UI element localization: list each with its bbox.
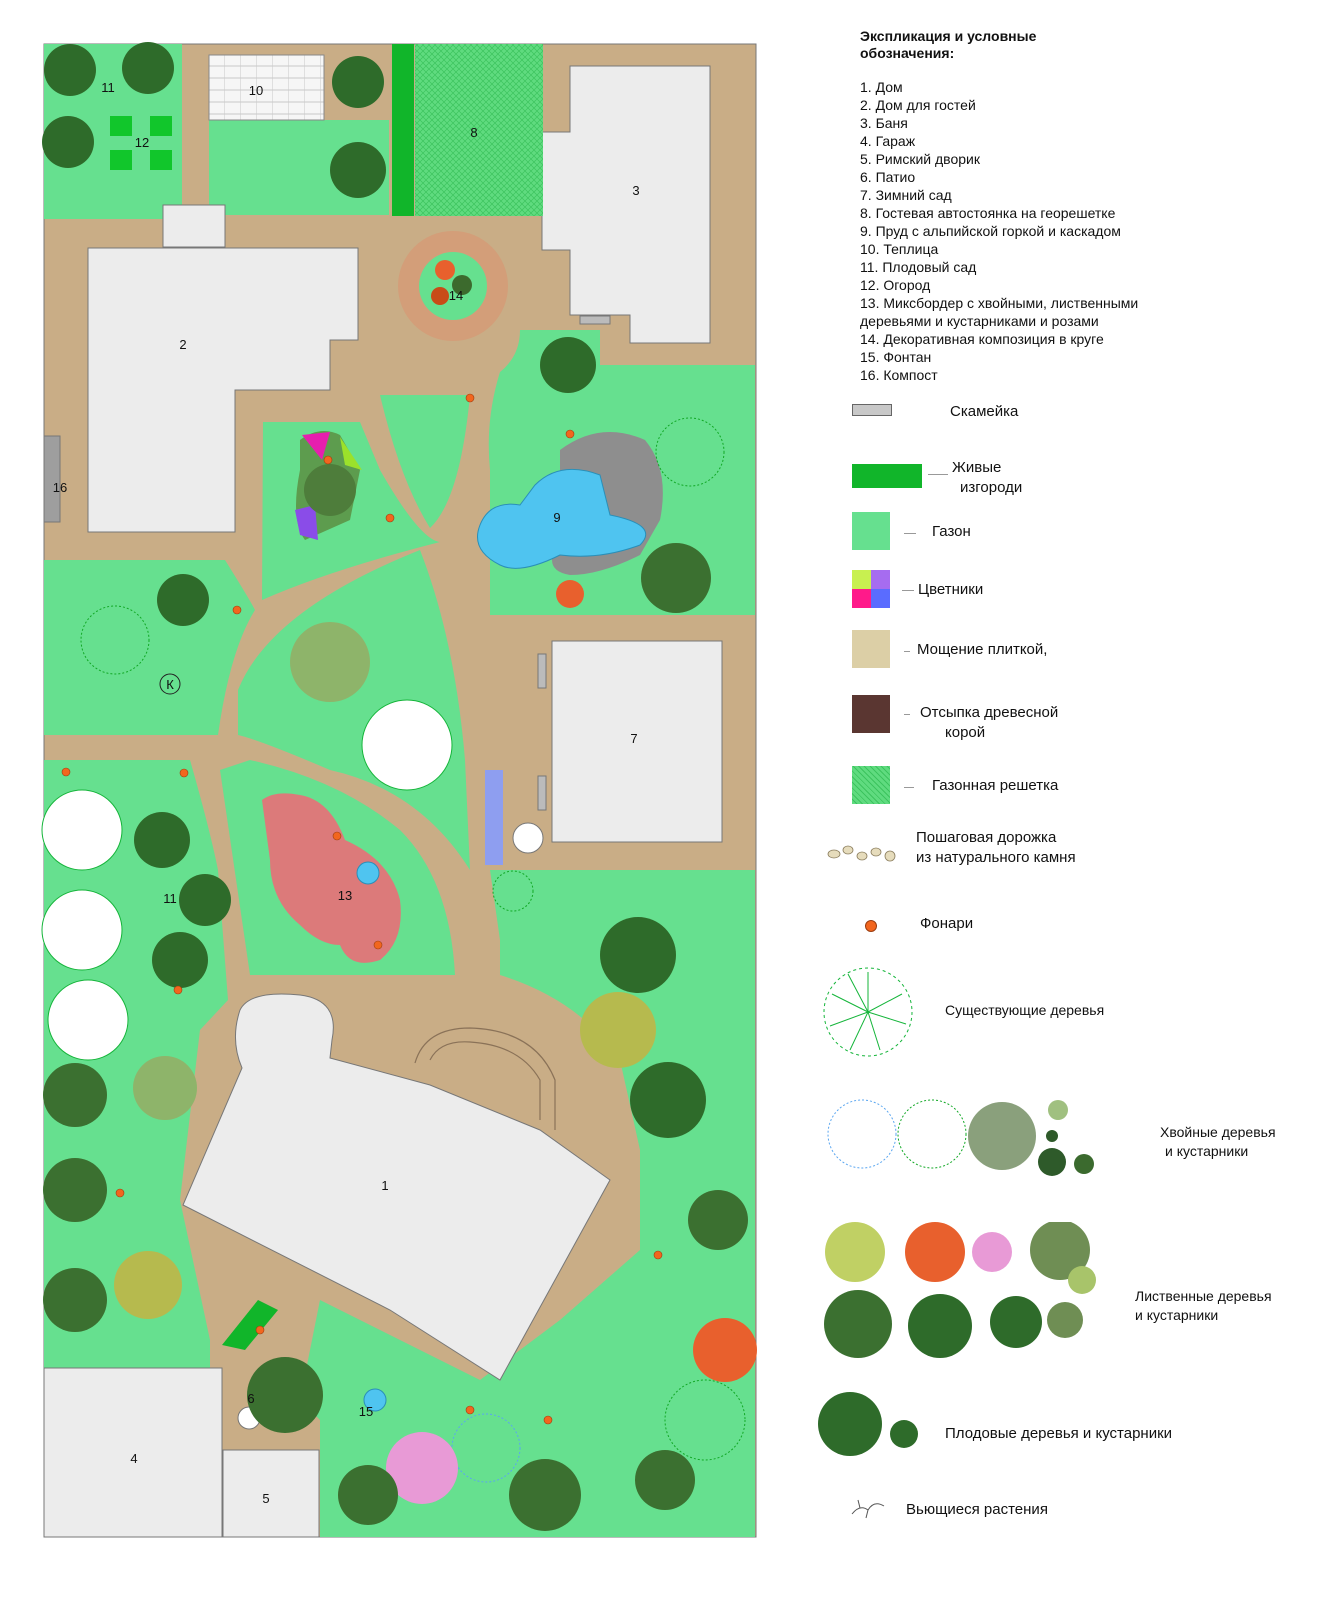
zone-label-compost: 16 [53,480,67,495]
legend-item: деревьями и кустарниками и розами [860,313,1099,329]
zone-label-bath: 3 [632,183,639,198]
legend-item: 14. Декоративная композиция в круге [860,331,1104,347]
legend-item: 1. Дом [860,79,903,95]
guest-house [87,247,359,533]
greenhouse [208,54,325,121]
paving-symbol [852,630,890,668]
zone-label-roman-yard: 5 [262,1491,269,1506]
existing-trees [41,699,453,1061]
legend-hedge-line2: изгороди [960,479,1023,496]
legend-explication-list: 1. Дом 2. Дом для гостей 3. Баня 4. Гара… [860,78,1320,384]
legend-item: 3. Баня [860,115,908,131]
legend-conifers-line1: Хвойные деревья [1160,1124,1276,1140]
legend-bench: Скамейка [950,403,1019,420]
conifers [80,417,746,1461]
pond [477,432,663,575]
garage [43,1367,223,1538]
hedge-house [222,1300,278,1350]
lamp-symbol [865,920,877,932]
legend-hedge-line1: Живые [952,459,1002,476]
mixborder [262,793,401,963]
benches [537,315,611,811]
legend-stone-path-line1: Пошаговая дорожка [916,829,1057,846]
legend-item: 6. Патио [860,169,916,185]
legend-deciduous-line1: Лиственные деревья [1135,1288,1272,1304]
zone-label-vegetable-garden: 12 [135,135,149,150]
roman-yard [222,1449,320,1538]
legend-lights: Фонари [920,915,974,932]
garden-plan: К 1 2 3 4 5 6 7 8 9 10 11 11 12 13 14 15… [41,42,757,1538]
buildings [43,65,723,1538]
zone-label-circle-composition: 14 [449,288,463,303]
zone-label-mixborder: 13 [338,888,352,903]
zone-label-house: 1 [381,1178,388,1193]
legend-conifers-line2: и кустарники [1165,1143,1249,1159]
legend-item: 2. Дом для гостей [860,97,976,113]
zone-label-pond: 9 [553,510,560,525]
legend-stone-path-line2: из натурального камня [916,849,1076,866]
legend-paving: Мощение плиткой, [917,641,1048,658]
legend-item: 15. Фонтан [860,349,932,365]
zone-label-winter-garden: 7 [630,731,637,746]
legend-lawn: Газон [932,523,971,540]
legend-item: 7. Зимний сад [860,187,952,203]
lawn-symbol [852,512,890,550]
legend-grid: Газонная решетка [932,777,1059,794]
legend-item: 9. Пруд с альпийской горкой и каскадом [860,223,1121,239]
legend-item: 16. Компост [860,367,938,383]
legend-climbers: Вьющиеся растения [906,1501,1048,1518]
flowerbed-symbol [852,570,890,608]
compost-marker-label: К [166,677,174,692]
legend-item: 4. Гараж [860,133,916,149]
legend-flowerbeds: Цветники [918,581,984,598]
grid-symbol [852,766,890,804]
vegetable-beds [110,116,172,170]
compost-marker [159,673,181,695]
existing-tree-symbol [823,967,913,1057]
legend-existing-trees: Существующие деревья [945,1002,1105,1018]
legend-item: 10. Теплица [860,241,939,257]
winter-garden [551,640,723,843]
climber-symbol [851,1499,885,1519]
stone-path-symbol [827,845,896,862]
zone-label-garage: 4 [130,1451,137,1466]
deciduous-symbols [824,1222,1096,1358]
lamps [61,393,663,1425]
legend-bark-line1: Отсыпка древесной [920,704,1059,721]
zone-label-guest-house: 2 [179,337,186,352]
legend-item: 13. Миксбордер с хвойными, лиственными [860,295,1139,311]
fruit-tree-symbols [818,1392,918,1456]
legend: Экспликация и условные обозначения: 1. Д… [860,28,1320,384]
legend-item: 5. Римский дворик [860,151,980,167]
bark-symbol [852,695,890,733]
parking-geogrid [415,44,543,216]
legend-bark-line2: корой [945,724,986,741]
bench-symbol [852,404,892,416]
zone-label-patio: 6 [247,1391,254,1406]
tree-canopies [42,42,757,1531]
zone-label-fountain: 15 [359,1404,373,1419]
hedge-symbol [852,464,922,488]
legend-title: Экспликация и условные обозначения: [860,28,1037,61]
legend-item: 12. Огород [860,277,931,293]
legend-item: 11. Плодовый сад [860,259,977,275]
conifer-symbols [827,1099,1094,1176]
hedge-top [392,44,414,216]
zone-label-parking: 8 [470,125,477,140]
zone-label-orchard-mid: 11 [163,891,177,906]
bath-house [541,65,711,344]
main-house [182,993,611,1381]
fountain [363,1388,387,1412]
flowerbed [295,431,362,540]
legend-deciduous-line2: и кустарники [1135,1307,1219,1323]
legend-fruit: Плодовые деревья и кустарники [945,1425,1173,1442]
zone-label-orchard-top: 11 [101,80,115,95]
zone-label-greenhouse: 10 [249,83,263,98]
legend-item: 8. Гостевая автостоянка на георешетке [860,205,1116,221]
